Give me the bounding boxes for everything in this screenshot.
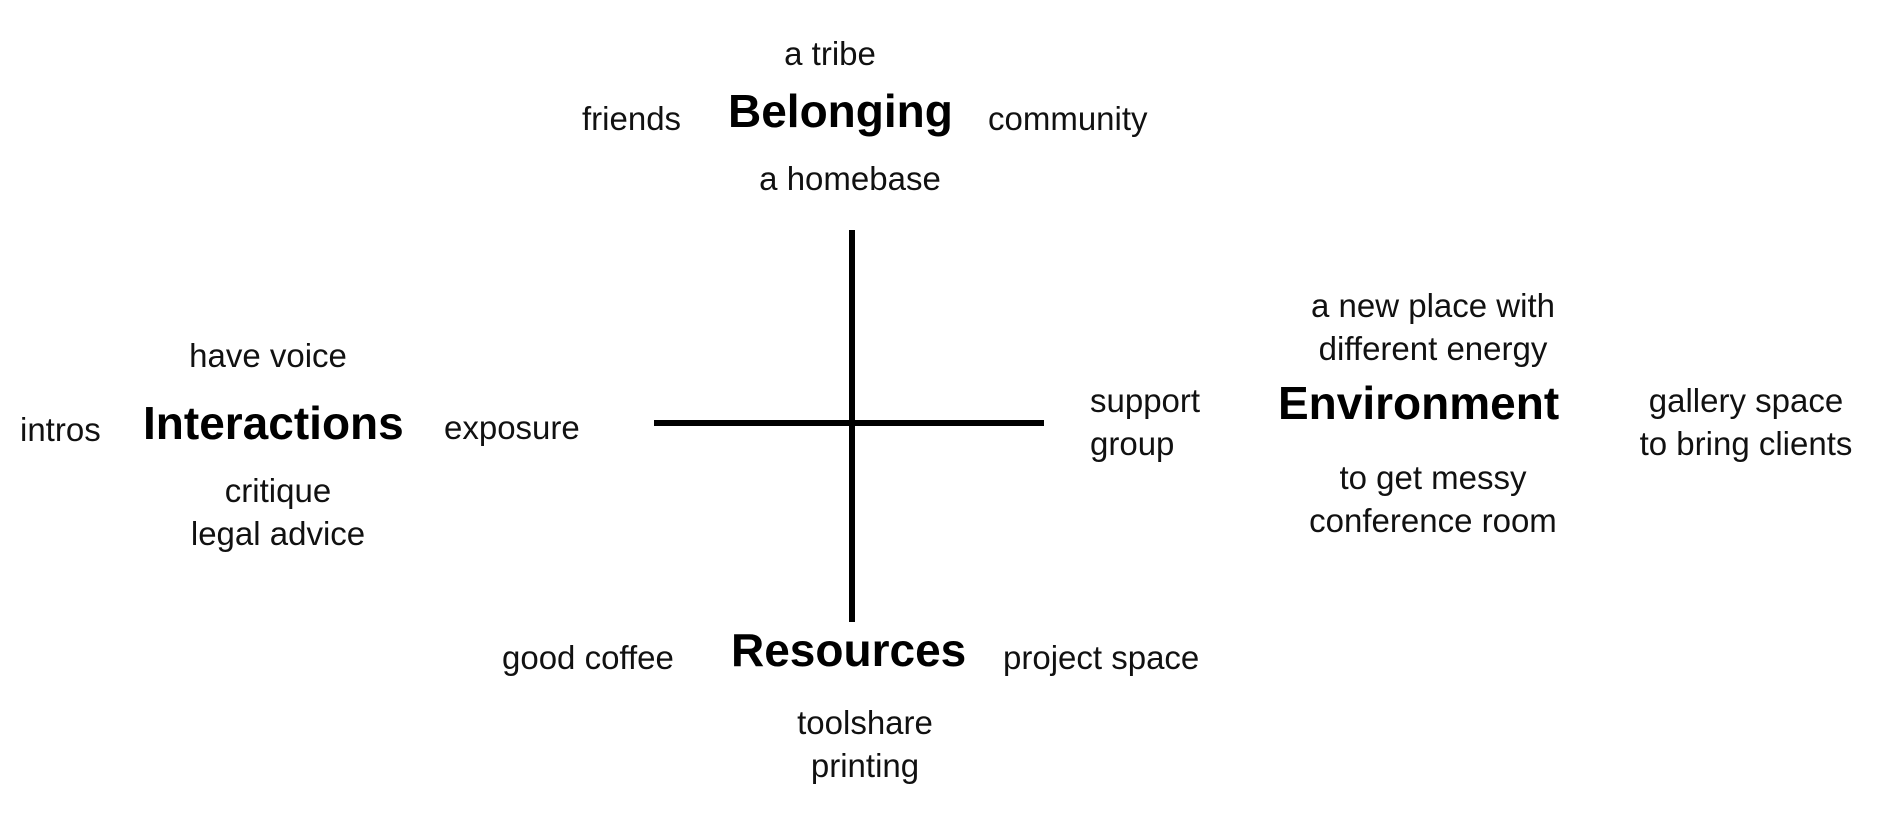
resources-right-label: project space [1003, 639, 1200, 676]
belonging-below-label: a homebase [759, 160, 941, 197]
environment-left-label-1: support [1090, 382, 1201, 419]
resources-below-label-2: printing [810, 747, 920, 784]
belonging-left-label: friends [582, 100, 682, 137]
environment-above-label-1: a new place with [1311, 287, 1555, 324]
environment-above-label-2: different energy [1318, 330, 1548, 367]
horizontal-axis [654, 420, 1044, 426]
interactions-above-label: have voice [189, 337, 347, 374]
interactions-right-label: exposure [444, 409, 580, 446]
environment-left-label-2: group [1090, 425, 1175, 462]
vertical-axis [849, 230, 855, 622]
environment-right-label-2: to bring clients [1639, 425, 1853, 462]
belonging-heading: Belonging [728, 85, 953, 137]
interactions-below-label-1: critique [224, 472, 332, 509]
resources-heading: Resources [731, 624, 967, 676]
resources-below-label-1: toolshare [797, 704, 933, 741]
resources-left-label: good coffee [502, 639, 674, 676]
interactions-below-label-2: legal advice [190, 515, 366, 552]
belonging-right-label: community [988, 100, 1148, 137]
interactions-left-label: intros [20, 411, 101, 448]
environment-heading: Environment [1278, 377, 1560, 429]
environment-below-label-1: to get messy [1339, 459, 1527, 496]
environment-below-label-2: conference room [1309, 502, 1557, 539]
environment-right-label-1: gallery space [1648, 382, 1844, 419]
interactions-heading: Interactions [143, 397, 404, 449]
belonging-above-label: a tribe [784, 35, 876, 72]
